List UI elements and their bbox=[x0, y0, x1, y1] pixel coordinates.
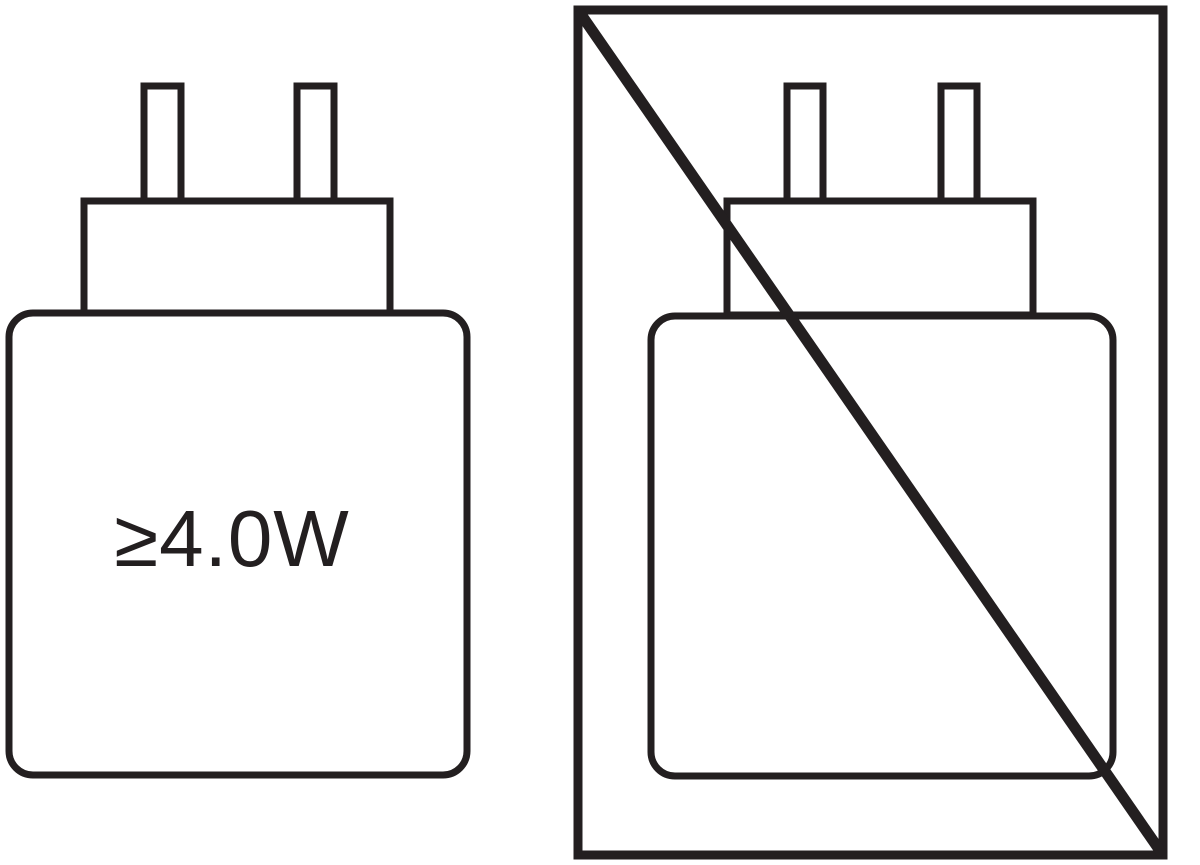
charger-prong-right-icon bbox=[937, 82, 981, 212]
charger-body-icon bbox=[5, 309, 471, 779]
wattage-label: ≥4.0W bbox=[114, 494, 350, 583]
charger-neck-icon bbox=[80, 197, 394, 319]
charger-prong-right-icon bbox=[293, 82, 338, 212]
charger-prong-left-icon bbox=[140, 82, 185, 212]
compliant-charger: ≥4.0W bbox=[5, 82, 471, 779]
charger-body-icon bbox=[647, 312, 1117, 780]
prohibition-frame-icon bbox=[573, 5, 1168, 860]
prohibition-slash-icon bbox=[573, 6, 1168, 859]
charger-prong-left-icon bbox=[783, 82, 827, 212]
prohibited-charger bbox=[573, 5, 1168, 860]
